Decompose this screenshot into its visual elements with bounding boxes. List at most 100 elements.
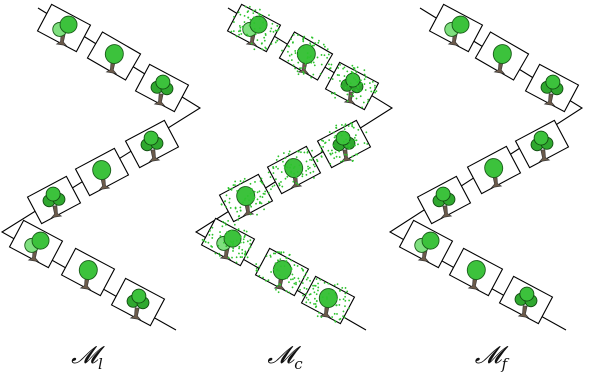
tree-icon <box>126 288 150 320</box>
landmark-point <box>247 16 250 19</box>
landmark-point <box>309 158 311 161</box>
tree-trunk <box>538 149 551 162</box>
landmark-point <box>240 33 243 35</box>
keyframe <box>218 173 274 223</box>
landmark-point <box>298 67 301 70</box>
landmark-point <box>285 290 288 292</box>
tree-icon <box>296 44 316 74</box>
landmark-point <box>204 241 207 243</box>
landmark-point <box>315 300 318 302</box>
landmark-point <box>326 296 328 299</box>
tree-trunk <box>340 149 353 162</box>
keyframe <box>416 175 472 225</box>
landmark-point <box>304 292 307 295</box>
landmark-point <box>363 83 366 85</box>
landmark-point <box>260 181 263 184</box>
landmark-point <box>259 180 262 183</box>
landmark-point <box>323 54 326 57</box>
landmark-point <box>218 254 221 257</box>
landmark-point <box>353 69 356 71</box>
landmark-point <box>315 158 318 161</box>
landmark-point <box>362 101 365 104</box>
landmark-point <box>248 24 251 27</box>
landmark-point <box>306 151 309 154</box>
landmark-point <box>271 185 274 188</box>
landmark-point <box>261 48 264 51</box>
landmark-point <box>269 176 272 178</box>
keyframe <box>110 277 166 327</box>
landmark-point <box>278 184 281 187</box>
landmark-point <box>334 96 337 99</box>
landmark-point <box>214 252 217 255</box>
landmark-point <box>367 98 370 101</box>
landmark-point <box>280 181 282 183</box>
landmark-point <box>272 268 275 271</box>
tree-icon <box>540 74 564 106</box>
landmark-point <box>307 165 309 168</box>
landmark-point <box>293 264 296 266</box>
landmark-point <box>352 71 354 74</box>
tree-trunk <box>153 93 166 106</box>
landmark-point <box>284 177 287 180</box>
tree-icon <box>414 231 440 262</box>
landmark-point <box>293 282 296 285</box>
landmark-point <box>356 90 359 93</box>
landmark-point <box>309 42 312 45</box>
landmark-point <box>285 260 288 263</box>
landmark-point <box>352 77 355 79</box>
landmark-point <box>327 292 330 295</box>
landmark-point <box>249 18 252 21</box>
tree-canopy <box>143 130 159 146</box>
landmark-point <box>309 44 312 46</box>
landmark-point <box>248 199 250 202</box>
landmark-point <box>232 184 235 187</box>
landmark-point <box>264 34 267 36</box>
keyframe <box>278 31 334 81</box>
keyframe <box>26 175 82 225</box>
landmark-point <box>276 25 279 27</box>
landmark-point <box>222 220 224 223</box>
landmark-point <box>241 252 244 255</box>
landmark-point <box>326 298 328 300</box>
landmark-point <box>243 21 246 23</box>
landmark-point <box>302 46 305 49</box>
landmark-point <box>300 151 302 154</box>
landmark-point <box>235 261 238 264</box>
landmark-point <box>247 34 250 37</box>
landmark-point <box>295 281 297 284</box>
landmark-point <box>334 151 337 154</box>
landmark-point <box>263 36 266 39</box>
landmark-point <box>296 150 299 153</box>
landmark-point <box>347 140 350 143</box>
landmark-point <box>327 53 330 56</box>
tree-icon <box>216 229 242 260</box>
landmark-point <box>320 54 323 56</box>
landmark-point <box>276 268 279 271</box>
landmark-point <box>295 283 297 286</box>
landmark-point <box>272 166 275 169</box>
landmark-point <box>316 160 319 163</box>
landmark-point <box>265 279 268 282</box>
landmark-point <box>237 11 240 14</box>
landmark-point <box>290 53 293 56</box>
landmark-point <box>331 78 334 80</box>
landmark-point <box>288 158 291 161</box>
landmark-point <box>227 256 230 259</box>
landmark-point <box>311 44 314 47</box>
landmark-point <box>203 239 206 242</box>
tree-icon <box>318 288 338 318</box>
landmark-point <box>296 49 299 52</box>
landmark-point <box>246 33 248 36</box>
tree-canopy <box>236 186 256 206</box>
landmark-point <box>244 252 247 254</box>
landmark-point <box>292 278 294 281</box>
landmark-point <box>353 139 356 142</box>
landmark-point <box>249 182 252 185</box>
landmark-point <box>223 241 225 244</box>
landmark-point <box>326 48 329 51</box>
landmark-point <box>332 144 335 147</box>
landmark-point <box>320 150 323 153</box>
landmark-point <box>230 188 233 191</box>
landmark-point <box>344 292 347 295</box>
landmark-point <box>356 66 359 69</box>
